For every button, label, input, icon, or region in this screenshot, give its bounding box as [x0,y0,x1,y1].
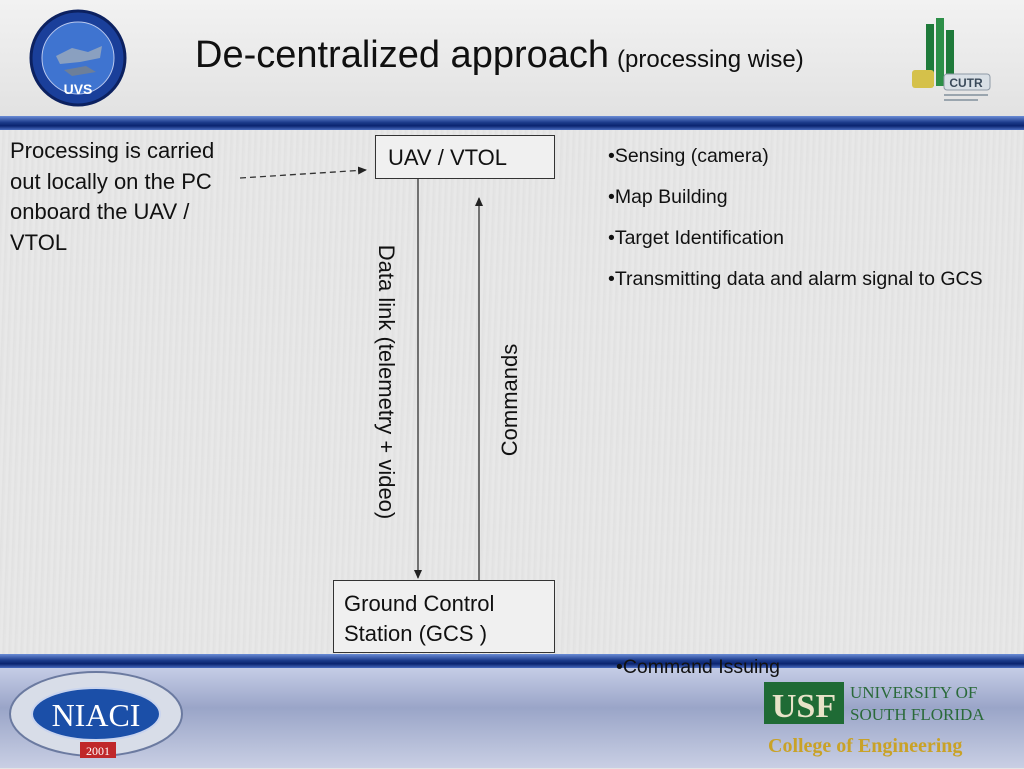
slide-title: De-centralized approach (processing wise) [195,34,804,77]
command-issuing-bullet: •Command Issuing [616,656,780,678]
niaci-logo-text: NIACI [52,697,141,733]
footer-divider-band [0,654,1024,668]
ground-control-station-box: Ground Control Station (GCS ) [333,580,555,653]
title-main: De-centralized approach [195,34,610,76]
usf-logo: USF UNIVERSITY OF SOUTH FLORIDA College … [764,680,1004,764]
cutr-logo: CUTR [912,18,991,101]
list-item: •Sensing (camera) [608,145,769,167]
usf-college-text: College of Engineering [768,735,962,757]
title-subtitle: (processing wise) [617,46,804,73]
niaci-logo: NIACI 2001 [9,671,183,758]
uvs-logo: UVS [29,9,127,107]
data-link-label: Data link (telemetry + video) [374,244,399,520]
dashed-arrow-to-uav [239,166,367,179]
slide-content-area [0,130,1024,654]
uvs-logo-text: UVS [64,81,93,97]
list-item: •Map Building [608,186,728,208]
header-divider-band [0,116,1024,130]
list-item: •Transmitting data and alarm signal to G… [608,268,983,290]
usf-name-line1: UNIVERSITY OF [850,683,977,702]
onboard-tasks-list: •Sensing (camera) •Map Building •Target … [608,143,1000,307]
processing-note: Processing is carried out locally on the… [10,138,215,255]
niaci-year: 2001 [86,744,110,758]
slide-header [0,0,1024,116]
usf-logo-text: USF [772,688,836,725]
cutr-logo-text: CUTR [949,76,983,90]
usf-name-line2: SOUTH FLORIDA [850,705,985,724]
list-item: •Target Identification [608,227,784,249]
commands-label: Commands [497,343,522,457]
uav-vtol-box: UAV / VTOL [375,135,555,179]
